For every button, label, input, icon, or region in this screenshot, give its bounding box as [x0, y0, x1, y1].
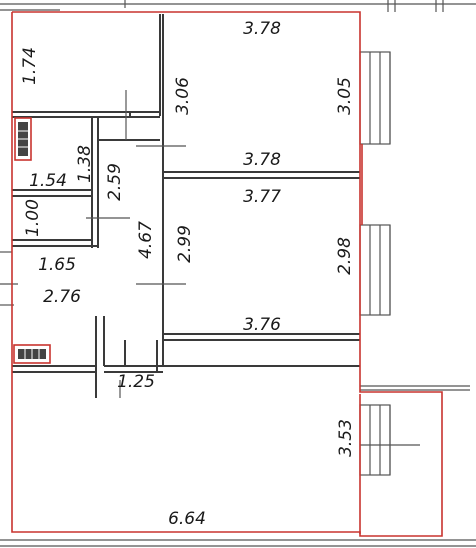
dim-hall-width: 2.76 — [43, 287, 81, 307]
dim-room1-width-bottom: 3.78 — [243, 150, 281, 170]
dim-room1-height-right: 3.05 — [335, 77, 355, 115]
dim-corridor-length-b: 4.67 — [136, 221, 156, 259]
dim-balcony-depth: 3.53 — [336, 419, 356, 457]
dim-room1-height-left: 3.06 — [173, 77, 193, 115]
dim-room2-width-bottom: 3.76 — [243, 315, 281, 335]
dim-toilet-height: 1.00 — [23, 199, 43, 237]
dim-room2-width-top: 3.77 — [243, 187, 281, 207]
interior-walls — [12, 14, 360, 398]
dim-room1-width-top: 3.78 — [243, 19, 281, 39]
dim-bath-width: 1.54 — [29, 171, 67, 191]
dim-corridor-length-a: 2.59 — [105, 163, 125, 201]
dimension-labels: 1.74 3.78 3.06 3.05 3.78 1.38 1.54 2.59 … — [20, 19, 356, 529]
window-icon — [359, 51, 420, 476]
dim-room2-height-right: 2.98 — [335, 237, 355, 275]
radiator-icon — [13, 117, 51, 364]
dim-doorway-width: 1.25 — [117, 372, 155, 392]
dim-room2-height-left: 2.99 — [175, 225, 195, 263]
dim-toilet-width: 1.65 — [38, 255, 76, 275]
apartment-outline — [11, 11, 443, 537]
door-icon — [86, 90, 186, 398]
dim-hall-wall-left: 1.74 — [20, 47, 40, 85]
dim-bath-height: 1.38 — [75, 145, 95, 183]
dim-living-width: 6.64 — [168, 509, 206, 529]
